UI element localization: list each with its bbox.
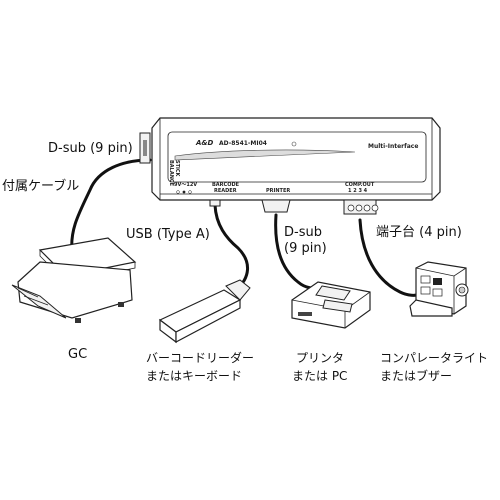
comp-port-label: COMP.OUT — [345, 182, 375, 188]
dsub-right-label-2: (9 pin) — [284, 241, 327, 256]
side-label-2: BALANCE — [168, 160, 174, 187]
usb-label: USB (Type A) — [126, 227, 210, 242]
barcode-cable — [213, 203, 249, 292]
comparator-light-icon — [409, 261, 469, 317]
power-symbol-icon — [176, 190, 192, 194]
barcode-port-label-1: BARCODE — [212, 182, 240, 188]
barcode-label-1: バーコードリーダー — [146, 350, 254, 365]
barcode-label-2: またはキーボード — [146, 369, 242, 383]
gc-label: GC — [68, 347, 87, 362]
barcode-port-icon — [209, 199, 221, 207]
barcode-scanner-icon — [158, 279, 251, 344]
dsub-right-label-1: D-sub — [284, 225, 322, 240]
printer-icon — [291, 281, 371, 329]
printer-label-1: プリンタ — [296, 351, 344, 365]
attached-cable-label: 付属ケーブル — [2, 178, 79, 194]
barcode-port-label-2: READER — [214, 188, 237, 194]
power-label: 9V〜12V — [174, 182, 197, 188]
brand-logo: A&D — [195, 139, 214, 147]
multi-interface-unit: A&D AD-8541-MI04 Multi-Interface STICK B… — [139, 117, 441, 215]
printer-port-icon — [261, 199, 291, 213]
model-label: AD-8541-MI04 — [219, 140, 267, 147]
comparator-label-2: またはブザー — [380, 368, 452, 383]
comparator-label-1: コンパレータライト — [380, 351, 488, 365]
dsub9-left-label: D-sub (9 pin) — [48, 141, 133, 156]
power-led-icon — [291, 141, 297, 147]
terminal-label: 端子台 (4 pin) — [376, 225, 462, 240]
cables — [70, 158, 422, 297]
printer-port-label: PRINTER — [266, 188, 290, 194]
comp-pins-label: 1 2 3 4 — [348, 188, 368, 194]
gc-cable — [70, 158, 152, 254]
comparator-cable — [358, 218, 422, 297]
printer-label-2: または PC — [292, 369, 347, 383]
scale-icon — [11, 237, 137, 323]
side-label-1: STICK — [174, 160, 180, 178]
product-name: Multi-Interface — [368, 143, 418, 150]
